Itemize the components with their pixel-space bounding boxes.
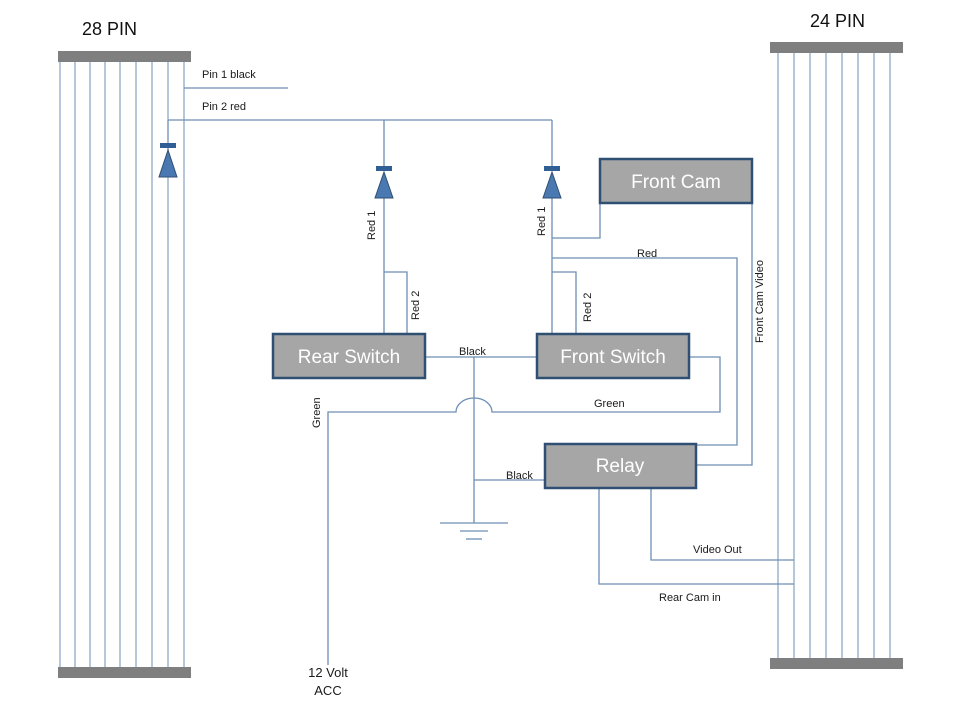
connector-28-title: 28 PIN [82, 19, 137, 39]
wire-red2-right [552, 271, 577, 334]
diode-middle [374, 166, 394, 199]
front-cam-label: Front Cam [631, 172, 721, 193]
diode-left [158, 143, 178, 178]
diode-right [542, 166, 562, 199]
connector-28-pin [58, 51, 191, 678]
wire-front-cam-video [696, 204, 753, 466]
label-black-relay: Black [506, 470, 533, 482]
label-red2-left: Red 2 [410, 291, 422, 320]
connector-24-title: 24 PIN [810, 11, 865, 31]
front-switch-label: Front Switch [560, 347, 666, 368]
power-label-line2: ACC [314, 683, 341, 698]
rear-switch-box [271, 332, 427, 380]
relay-label: Relay [596, 456, 645, 477]
front-cam-box [598, 157, 754, 205]
connector-28-bottom-bar [58, 667, 191, 678]
rear-switch-label: Rear Switch [298, 347, 400, 368]
label-red1-left: Red 1 [366, 211, 378, 240]
label-red2-right: Red 2 [582, 293, 594, 322]
label-green-left: Green [311, 397, 323, 428]
label-green-right: Green [594, 398, 625, 410]
relay-box [543, 442, 698, 490]
front-switch-box [535, 332, 691, 380]
label-rear-cam-in: Rear Cam in [659, 592, 721, 604]
label-red: Red [637, 248, 657, 260]
wire-front-cam-power [552, 204, 601, 239]
wire-green [327, 356, 721, 665]
connector-24-top-bar [770, 42, 903, 53]
connector-24-bottom-bar [770, 658, 903, 669]
wire-video-out [650, 488, 794, 561]
wire-rear-cam-in [598, 488, 794, 585]
connector-24-pin [770, 42, 903, 669]
label-front-cam-video: Front Cam Video [754, 260, 766, 343]
label-pin1: Pin 1 black [202, 69, 256, 81]
connector-28-top-bar [58, 51, 191, 62]
label-red1-right: Red 1 [536, 207, 548, 236]
ground-symbol [440, 522, 508, 540]
wire-red-relay [552, 257, 738, 446]
label-pin2: Pin 2 red [202, 101, 246, 113]
label-black-switch: Black [459, 346, 486, 358]
power-label-line1: 12 Volt [308, 665, 348, 680]
wire-red2-left [384, 271, 408, 334]
label-video-out: Video Out [693, 544, 742, 556]
